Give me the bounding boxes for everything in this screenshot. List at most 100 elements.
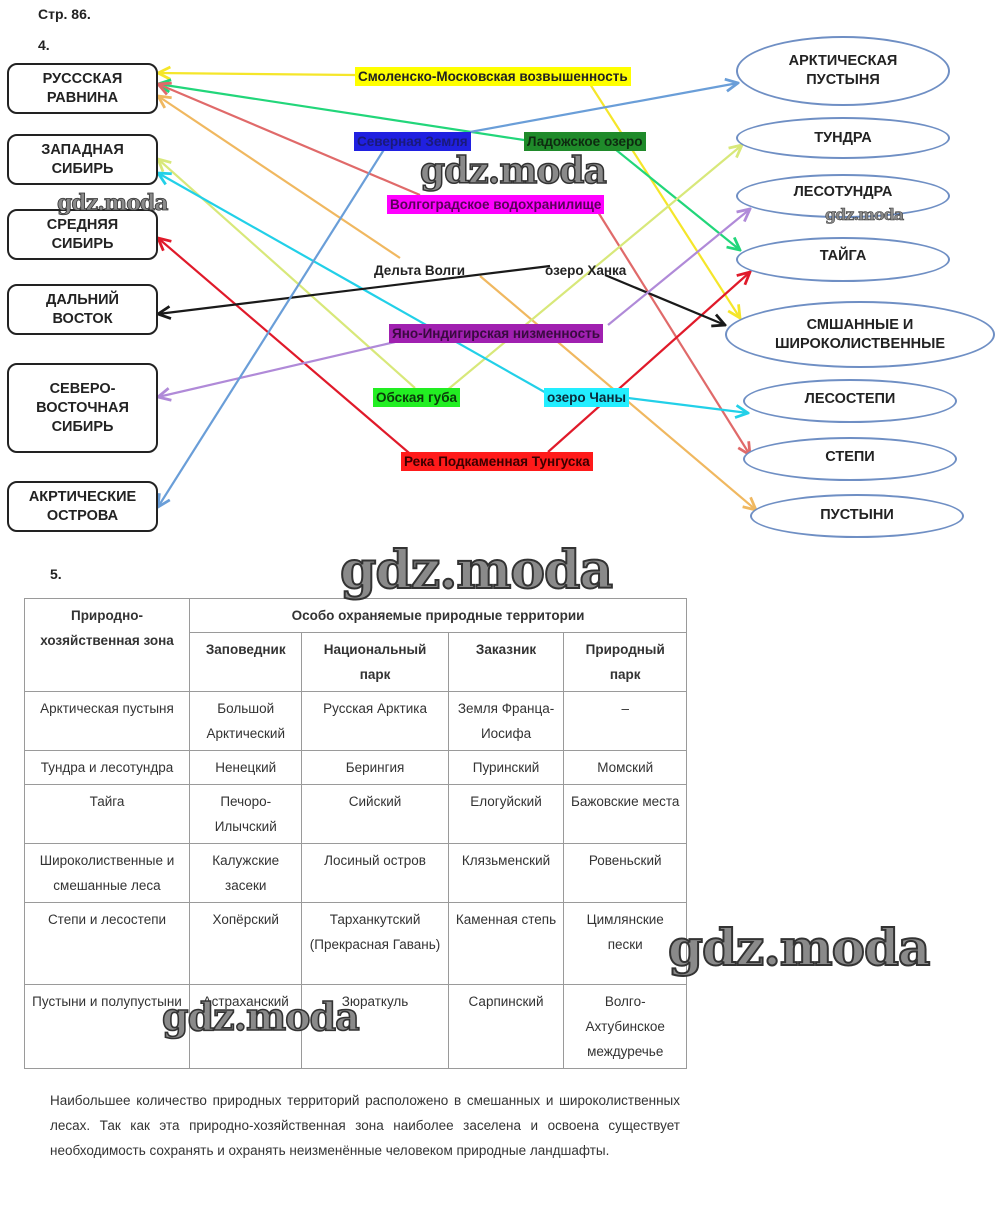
area-cell: – — [563, 691, 687, 751]
object-label-tunguska: Река Подкаменная Тунгуска — [401, 452, 593, 471]
arrow-to-zone-forest-tundra — [607, 209, 750, 326]
area-cell: Земля Франца-Иосифа — [447, 691, 565, 751]
area-cell: Волго-Ахтубинское междуречье — [563, 984, 687, 1069]
area-cell: Русская Арктика — [301, 691, 449, 751]
area-cell: Лосиный остров — [301, 843, 449, 903]
zone-cell: Широколиственные и смешанные леса — [24, 843, 190, 903]
zone-cell: Тундра и лесотундра — [24, 750, 190, 785]
arrow-to-region-ne-siberia — [158, 340, 396, 397]
object-label-severnaya-zemlya: Северная Земля — [354, 132, 471, 151]
area-cell: Хопёрский — [188, 902, 303, 985]
object-label-ladoga: Ладожское озеро — [524, 132, 646, 151]
region-label: СРЕДНЯЯ СИБИРЬ — [46, 216, 119, 252]
object-label-volgograd: Волгоградское водохранилище — [387, 195, 605, 214]
column-header: Природный парк — [563, 632, 687, 692]
area-cell: Большой Арктический — [188, 691, 303, 751]
arrow-to-zone-arctic-desert — [469, 83, 738, 134]
zone-ellipse-forest-tundra: ЛЕСОТУНДРА — [736, 174, 950, 218]
area-cell: Сарпинский — [447, 984, 565, 1069]
zone-label: СМШАННЫЕ И ШИРОКОЛИСТВЕННЫЕ — [774, 316, 946, 352]
region-label: РУСССКАЯ РАВНИНА — [42, 70, 123, 106]
region-label: АКРТИЧЕСКИЕ ОСТРОВА — [28, 488, 137, 524]
arrow-to-zone-mixed — [604, 273, 725, 325]
area-cell: Астраханский — [188, 984, 303, 1069]
column-header: Заповедник — [188, 632, 303, 692]
object-label-volga-delta: Дельта Волги — [374, 263, 466, 278]
arrow-to-region-russian-plain — [158, 73, 356, 75]
zone-ellipse-mixed: СМШАННЫЕ И ШИРОКОЛИСТВЕННЫЕ — [725, 301, 995, 368]
watermark: gdz.moda — [825, 205, 905, 225]
area-cell: Каменная степь — [447, 902, 565, 985]
watermark: gdz.moda — [419, 149, 607, 193]
zone-ellipse-deserts: ПУСТЫНИ — [750, 494, 964, 538]
zone-ellipse-tundra: ТУНДРА — [736, 117, 950, 159]
conclusion-text: Наибольшее количество природных территор… — [50, 1093, 680, 1158]
object-label-chany: озеро Чаны — [544, 388, 630, 407]
area-cell: Елогуйский — [447, 784, 565, 844]
arrow-to-zone-taiga — [547, 272, 750, 453]
region-label: ДАЛЬНИЙ ВОСТОК — [46, 291, 119, 327]
page-label: Стр. 86. — [38, 6, 91, 22]
zone-ellipse-steppe: СТЕПИ — [743, 437, 957, 481]
zone-label: АРКТИЧЕСКАЯ ПУСТЫНЯ — [788, 53, 898, 88]
zone-cell: Степи и лесостепи — [24, 902, 190, 985]
zone-cell: Тайга — [24, 784, 190, 844]
arrow-to-region-russian-plain — [158, 96, 401, 259]
arrow-to-region-far-east — [158, 264, 551, 314]
header-zone: Природно-хозяйственная зона — [24, 598, 190, 692]
arrow-to-zone-mixed — [589, 83, 740, 318]
region-box-far-east: ДАЛЬНИЙ ВОСТОК — [7, 284, 158, 335]
area-cell: Калужские засеки — [188, 843, 303, 903]
object-label-khanka: озеро Ханка — [545, 263, 627, 278]
object-label-smolensk: Смоленско-Московская возвышенность — [355, 67, 631, 86]
zone-label: ТУНДРА — [814, 129, 872, 146]
area-cell: Бажовские места — [563, 784, 687, 844]
zone-label: ТАЙГА — [819, 248, 867, 264]
zone-label: ЛЕСОСТЕПИ — [804, 390, 896, 407]
zone-cell: Пустыни и полупустыни — [24, 984, 190, 1069]
region-box-arctic-islands: АКРТИЧЕСКИЕ ОСТРОВА — [7, 481, 158, 532]
area-cell: Берингия — [301, 750, 449, 785]
region-label: СЕВЕРО-ВОСТОЧНАЯ СИБИРЬ — [36, 380, 129, 435]
column-header: Заказник — [447, 632, 565, 692]
region-box-russian-plain: РУСССКАЯ РАВНИНА — [7, 63, 158, 114]
area-cell: Сийский — [301, 784, 449, 844]
column-header: Национальный парк — [301, 632, 449, 692]
task-5-number: 5. — [50, 566, 62, 582]
area-cell: Зюраткуль — [301, 984, 449, 1069]
watermark: gdz.moda — [667, 917, 931, 978]
area-cell: Печоро-Илычский — [188, 784, 303, 844]
area-cell: Ненецкий — [188, 750, 303, 785]
zone-ellipse-arctic-desert: АРКТИЧЕСКАЯ ПУСТЫНЯ — [736, 36, 950, 106]
region-label: ЗАПАДНАЯ СИБИРЬ — [41, 141, 124, 177]
region-box-ne-siberia: СЕВЕРО-ВОСТОЧНАЯ СИБИРЬ — [7, 363, 158, 453]
area-cell: Цимлянские пески — [563, 902, 687, 985]
object-label-yano-indigirka: Яно-Индигирская низменность — [389, 324, 604, 343]
zone-ellipse-taiga: ТАЙГА — [736, 237, 950, 282]
zone-label: ПУСТЫНИ — [820, 506, 894, 523]
area-cell: Тарханкутский (Прекрасная Гавань) — [301, 902, 449, 985]
header-group: Особо охраняемые природные территории — [189, 598, 687, 633]
region-box-west-siberia: ЗАПАДНАЯ СИБИРЬ — [7, 134, 158, 185]
arrow-to-zone-forest-steppe — [627, 396, 748, 413]
zone-cell: Арктическая пустыня — [24, 691, 190, 751]
arrow-to-region-arctic-islands — [158, 147, 386, 507]
area-cell: Клязьменский — [447, 843, 565, 903]
protected-areas-table: Природно-хозяйственная зона Особо охраня… — [24, 598, 687, 1069]
object-label-ob-bay: Обская губа — [373, 388, 461, 407]
watermark: gdz.moda — [57, 190, 169, 217]
watermark: gdz.moda — [161, 993, 360, 1040]
area-cell: Момский — [563, 750, 687, 785]
region-box-central-siberia: СРЕДНЯЯ СИБИРЬ — [7, 209, 158, 260]
task-4-number: 4. — [38, 37, 50, 53]
area-cell: Ровеньский — [563, 843, 687, 903]
zone-label: СТЕПИ — [825, 448, 875, 465]
area-cell: Пуринский — [447, 750, 565, 785]
zone-ellipse-forest-steppe: ЛЕСОСТЕПИ — [743, 379, 957, 423]
